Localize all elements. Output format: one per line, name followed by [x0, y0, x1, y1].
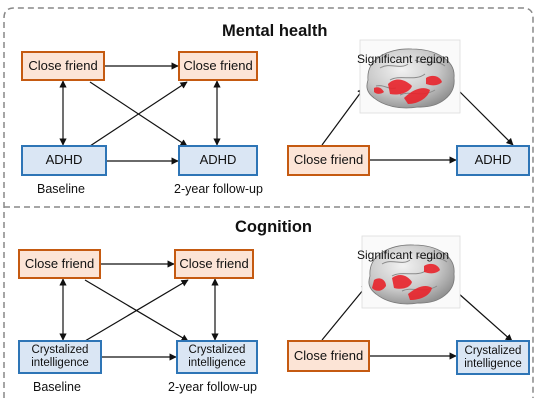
cog-region-label: Significant region [357, 248, 450, 262]
mh-adhd-baseline-node: ADHD [21, 145, 107, 176]
mh-adhd-mediation-node: ADHD [456, 145, 530, 176]
mh-mediation-arrows [321, 87, 514, 164]
mh-friend-followup-node: Close friend [178, 51, 258, 81]
mh-cross-lagged-arrows [59, 62, 221, 165]
mh-followup-label: 2-year follow-up [174, 182, 263, 196]
cog-intel-followup-line1: Crystalized [188, 344, 246, 357]
cog-intel-followup-node: Crystalized intelligence [176, 340, 258, 374]
brain-image-cognition [361, 235, 461, 309]
cog-intel-followup-line2: intelligence [188, 357, 246, 369]
mh-arrow-region-to-adhd [457, 89, 514, 146]
cog-friend-mediation-node: Close friend [287, 340, 370, 372]
mh-friend-baseline-node: Close friend [21, 51, 105, 81]
cog-intel-baseline-line1: Crystalized [31, 344, 89, 357]
cog-intel-mediation-line1: Crystalized [464, 344, 522, 357]
mh-friend-mediation-node: Close friend [287, 145, 370, 176]
mh-arrow-adhd-to-friend [89, 81, 188, 147]
mh-region-label: Significant region [357, 52, 450, 66]
cog-followup-label: 2-year follow-up [168, 380, 257, 394]
cog-cross-lagged-arrows [59, 260, 219, 361]
outer-frame [3, 7, 534, 398]
cog-arrow-region-to-intel [457, 292, 513, 342]
cog-intel-baseline-line2: intelligence [31, 357, 89, 369]
mental-health-title: Mental health [222, 22, 328, 40]
brain-image-mental-health [359, 39, 461, 114]
cog-friend-baseline-node: Close friend [18, 249, 101, 279]
mh-baseline-label: Baseline [37, 182, 85, 196]
cog-intel-mediation-line2: intelligence [464, 357, 522, 370]
cog-friend-followup-node: Close friend [174, 249, 254, 279]
cog-baseline-label: Baseline [33, 380, 81, 394]
cog-mediation-arrows [321, 283, 513, 360]
cog-arrow-intel-to-friend [84, 279, 189, 342]
cog-intel-mediation-node: Crystalized intelligence [456, 340, 530, 375]
cognition-title: Cognition [235, 218, 312, 236]
cog-arrow-friend-to-region [321, 283, 369, 341]
mh-adhd-followup-node: ADHD [178, 145, 258, 176]
cog-intel-baseline-node: Crystalized intelligence [18, 340, 102, 374]
mh-arrow-friend-to-region [321, 87, 365, 146]
